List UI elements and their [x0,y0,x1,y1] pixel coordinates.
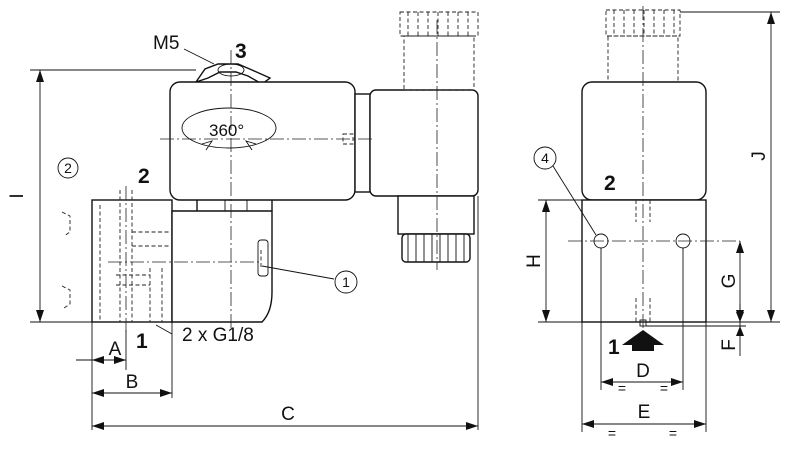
callout-2-circle [57,157,79,179]
port-1-side-label: 1 [136,330,148,353]
callout-4-leader [552,165,597,236]
cable-gland-nut [401,233,471,263]
dim-d-equal-right: = [660,380,668,396]
side-view: 2 1 M5 3 360° 2 1 2 x G1/8 I A B C [7,11,479,430]
dim-f-label: F [719,339,740,351]
dim-h-label: H [524,254,545,268]
alt-nut-knurl [407,12,469,36]
dim-e-ext [581,322,707,432]
callout-1-circle [334,270,358,294]
dim-e-label: E [638,402,651,423]
dim-c-label: C [281,404,295,425]
port-3-label: 3 [235,40,247,63]
front-coil [581,81,707,201]
m5-leader [183,48,215,65]
dim-ab-ext [91,322,173,430]
dim-e-equal-right: = [669,425,677,441]
alt-connector-neck [403,35,475,91]
m5-label: M5 [153,33,179,54]
flow-arrow [622,330,664,351]
dim-e-equal-left: = [608,425,616,441]
nameplate-slot [257,239,269,277]
port-1-drop [149,268,163,322]
dim-a-label: A [109,339,122,360]
dim-f-arrows [736,312,744,336]
dim-b-label: B [126,372,139,393]
alt-connector-nut [399,11,479,37]
front-port-2-bore [635,200,651,222]
dim-d-label: D [636,361,650,382]
stem [196,200,273,211]
port-2-bore [119,190,133,322]
dim-j-ext [680,11,780,323]
port-2-front-label: 2 [604,172,616,195]
dim-j-label: J [749,151,770,161]
ports-leader [155,324,173,335]
valve-cover [171,210,273,323]
port-1-front-label: 1 [608,336,620,359]
callout-1-label: 1 [342,274,350,290]
callout-2-label: 2 [64,160,72,176]
rotation-label: 360° [209,121,244,140]
coil-body [169,81,356,201]
dim-d-ext [600,248,684,390]
dim-h-ext [538,199,582,323]
port-2-side-label: 2 [138,165,150,188]
rotation-arrow-right [244,140,257,151]
callout-4-label: 4 [541,150,549,166]
dim-i-label: I [7,193,28,198]
connector-housing [369,89,479,197]
gland-knurl [407,234,465,262]
connector-plate [354,93,371,193]
dim-d-equal-left: = [618,380,626,396]
dim-g-label: G [719,274,740,289]
coil-clip [194,63,272,85]
cable-gland-body [397,195,475,235]
callout-1-leader [261,265,335,280]
ports-label: 2 x G1/8 [182,325,254,346]
rotation-arrow-left [201,140,214,151]
port-1-bore [116,274,150,286]
callout-4-circle [533,146,557,170]
front-port-1-bore [635,298,651,322]
front-alt-knurl [613,10,675,36]
stem-core [224,199,248,212]
dim-a-arrows [92,356,126,364]
rotation-ellipse [181,107,277,149]
front-view: 1 2 4 H J G F D = = E [524,6,780,441]
front-valve-body [581,199,707,323]
alt-fitting-outline [61,211,71,309]
